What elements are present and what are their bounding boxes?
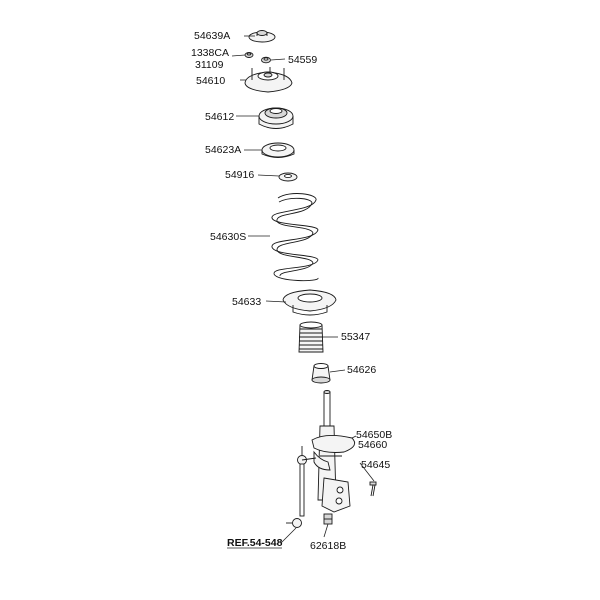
label-54623A: 54623A <box>205 144 241 156</box>
strut-mount-part[interactable] <box>244 67 293 93</box>
flange-nut-part[interactable] <box>323 513 333 525</box>
spring-pad-lower-part[interactable] <box>282 289 337 316</box>
strut-assembly-part[interactable] <box>311 390 356 513</box>
stabilizer-link-part[interactable] <box>286 446 317 528</box>
label-54612: 54612 <box>205 111 234 123</box>
spring-pad-upper-part[interactable] <box>261 142 295 158</box>
label-54650B: 54650B <box>356 429 392 441</box>
label-54630S: 54630S <box>210 231 246 243</box>
label-54639A: 54639A <box>194 30 230 42</box>
lock-nut-part[interactable] <box>261 56 271 64</box>
label-1338CA: 1338CA <box>191 47 229 59</box>
strut-bearing-part[interactable] <box>258 107 294 129</box>
label-54610: 54610 <box>196 75 225 87</box>
label-54559: 54559 <box>288 54 317 66</box>
label-54916: 54916 <box>225 169 254 181</box>
nut-part[interactable] <box>244 52 254 58</box>
bump-stopper-part[interactable] <box>311 363 331 384</box>
leader-lines <box>231 35 375 544</box>
label-62618B: 62618B <box>310 540 346 552</box>
part-labels: 54639A 1338CA 31109 54559 54610 54612 54… <box>191 30 392 552</box>
label-55347: 55347 <box>341 331 370 343</box>
label-54626: 54626 <box>347 364 376 376</box>
label-54633: 54633 <box>232 296 261 308</box>
label-54645: 54645 <box>361 459 390 471</box>
label-54660: 54660 <box>358 439 387 451</box>
bolt-part[interactable] <box>369 481 377 497</box>
label-31109: 31109 <box>195 59 224 71</box>
coil-spring-part[interactable] <box>271 193 319 282</box>
bump-stopper-washer-part[interactable] <box>278 172 298 182</box>
top-cap-part[interactable] <box>248 30 276 43</box>
dust-cover-part[interactable] <box>298 321 324 353</box>
reference-link-label[interactable]: REF.54-548 <box>227 537 283 549</box>
